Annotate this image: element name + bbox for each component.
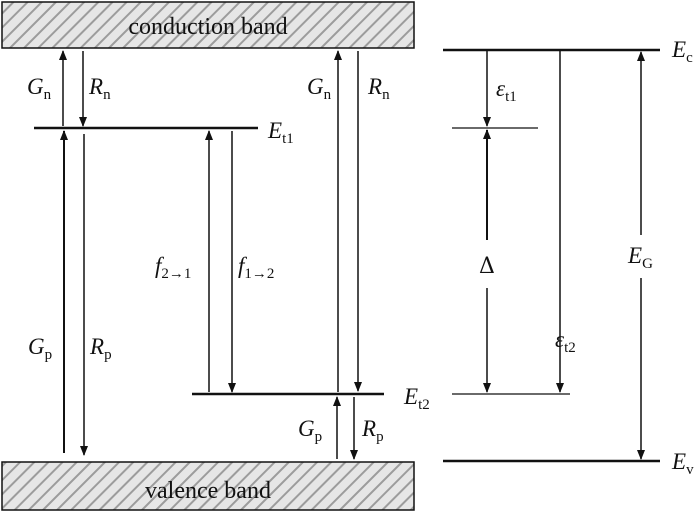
delta-label: Δ (479, 254, 495, 279)
rp-mid-label: Rp (361, 416, 384, 445)
ev-label: Ev (671, 449, 694, 478)
eps-t1-label: εt1 (496, 76, 517, 105)
conduction-band-label: conduction band (128, 14, 287, 40)
gp-mid-label: Gp (298, 416, 322, 445)
ec-label: Ec (671, 37, 693, 66)
gn-mid-label: Gn (307, 74, 332, 103)
et1-label: Et1 (267, 118, 294, 147)
gp-left-label: Gp (28, 334, 52, 363)
rn-left-label: Rn (88, 74, 111, 103)
et2-label: Et2 (403, 384, 430, 413)
valence-band-label: valence band (145, 478, 271, 504)
conduction-band (1, 1, 415, 49)
rp-left-label: Rp (89, 334, 112, 363)
eg-label: EG (627, 243, 653, 272)
f21-label: f2→1 (155, 253, 191, 282)
valence-band (1, 461, 415, 511)
gn-left-label: Gn (27, 74, 52, 103)
rn-mid-label: Rn (367, 74, 390, 103)
f12-label: f1→2 (238, 253, 274, 282)
eps-t2-label: εt2 (555, 327, 576, 356)
